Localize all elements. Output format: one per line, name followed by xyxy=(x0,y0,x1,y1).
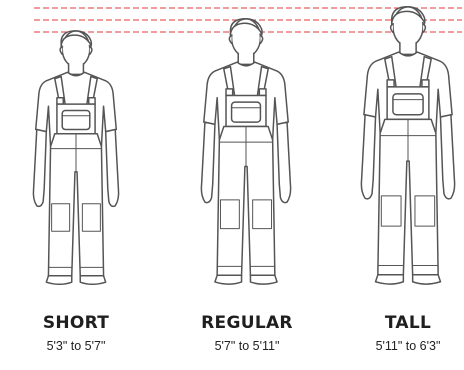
foot-right-regular xyxy=(250,275,277,284)
size-range-short: 5'3" to 5'7" xyxy=(1,339,151,353)
arm-right-tall xyxy=(440,115,454,199)
neck-regular xyxy=(238,53,254,64)
buckle-left-short xyxy=(57,98,63,104)
figure-regular xyxy=(201,19,290,284)
neck-short xyxy=(69,64,84,75)
figure-short xyxy=(33,31,118,284)
buckle-left-tall xyxy=(387,80,394,87)
ear-right-short xyxy=(90,47,92,54)
neck-tall xyxy=(400,43,416,55)
ear-right-regular xyxy=(260,36,262,44)
buckle-right-short xyxy=(89,98,95,104)
foot-right-tall xyxy=(413,275,441,284)
size-range-regular: 5'7" to 5'11" xyxy=(172,339,322,353)
figure-tall xyxy=(361,7,454,284)
foot-right-short xyxy=(80,276,105,284)
size-range-tall: 5'11" to 6'3" xyxy=(333,339,464,353)
arm-left-short xyxy=(33,130,46,207)
arm-left-regular xyxy=(201,122,215,202)
ear-left-tall xyxy=(391,24,393,32)
foot-left-regular xyxy=(215,275,242,284)
size-label-regular: REGULAR xyxy=(172,313,322,333)
arm-right-short xyxy=(106,130,119,207)
chest-pocket-tall xyxy=(393,94,423,115)
ear-left-short xyxy=(60,47,62,54)
chest-pocket-short xyxy=(62,110,90,129)
foot-left-short xyxy=(46,276,71,284)
buckle-left-regular xyxy=(226,89,233,96)
buckle-right-regular xyxy=(259,89,266,96)
arm-left-tall xyxy=(361,115,375,199)
chest-pocket-regular xyxy=(232,102,261,122)
size-label-short: SHORT xyxy=(1,313,151,333)
figures xyxy=(33,7,454,285)
ear-left-regular xyxy=(229,36,231,44)
buckle-right-tall xyxy=(422,80,429,87)
size-label-tall: TALL xyxy=(333,313,464,333)
foot-left-tall xyxy=(376,275,404,284)
ear-right-tall xyxy=(423,24,425,32)
arm-right-regular xyxy=(277,122,291,202)
